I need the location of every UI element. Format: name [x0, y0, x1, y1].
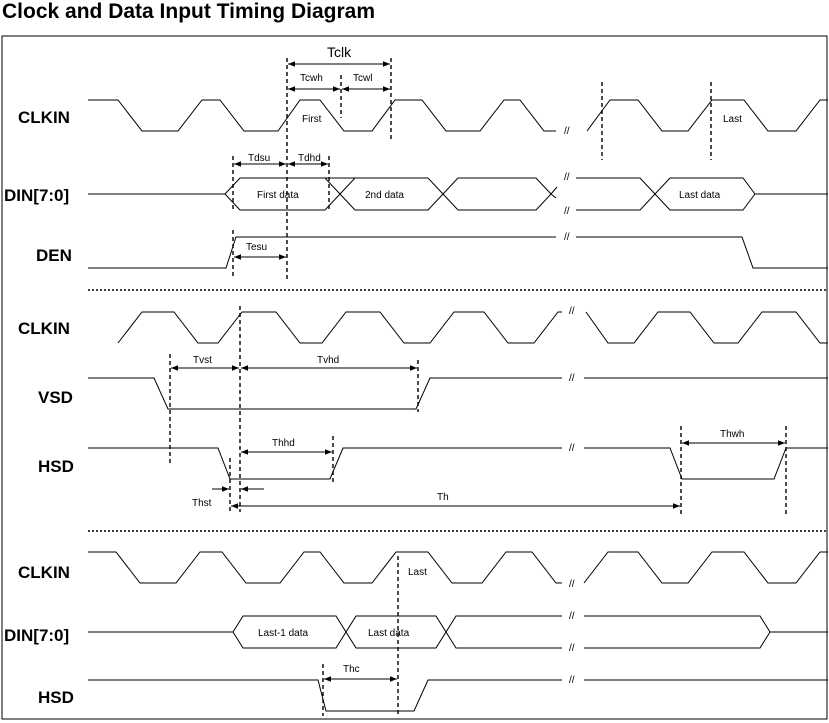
- tesu-label: Tesu: [246, 242, 267, 253]
- den-waveform: [576, 236, 828, 269]
- break-mark: //: [569, 643, 575, 654]
- tvhd-label: Tvhd: [317, 355, 339, 366]
- tdsu-label: Tdsu: [248, 153, 270, 164]
- tdhd-label: Tdhd: [298, 153, 321, 164]
- thc-label: Thc: [343, 664, 360, 675]
- clkin-waveform: [585, 311, 828, 344]
- signal-label-clkin: CLKIN: [18, 319, 70, 338]
- din-bus-waveform: [88, 615, 828, 649]
- second-data-label: 2nd data: [365, 190, 404, 201]
- last-clock-label: Last: [408, 567, 427, 578]
- break-mark: //: [564, 172, 570, 183]
- thwh-label: Thwh: [720, 429, 744, 440]
- thhd-label: Thhd: [272, 438, 295, 449]
- clkin-waveform: [117, 311, 562, 344]
- break-mark: //: [569, 373, 575, 384]
- first-clock-label: First: [302, 114, 322, 125]
- signal-label-clkin: CLKIN: [18, 108, 70, 127]
- break-mark: //: [569, 611, 575, 622]
- signal-label-din: DIN[7:0]: [4, 186, 69, 205]
- break-mark: //: [569, 579, 575, 590]
- clkin-waveform: [88, 99, 556, 132]
- break-mark: //: [569, 675, 575, 686]
- signal-label-din: DIN[7:0]: [4, 626, 69, 645]
- break-mark: //: [569, 443, 575, 454]
- clkin-waveform: [586, 99, 828, 132]
- thst-label: Thst: [192, 498, 212, 509]
- clkin-waveform: [583, 551, 828, 584]
- clkin-waveform: [88, 551, 562, 584]
- din-bus-waveform: [88, 177, 828, 211]
- tvst-label: Tvst: [193, 355, 212, 366]
- hsd-waveform: [88, 679, 562, 712]
- break-mark: //: [564, 126, 570, 137]
- last-data-label: Last data: [679, 190, 721, 201]
- hsd-waveform: [88, 447, 562, 480]
- break-mark: //: [569, 306, 575, 317]
- last-clock-label: Last: [723, 114, 742, 125]
- signal-label-clkin: CLKIN: [18, 563, 70, 582]
- tcwh-label: Tcwh: [300, 73, 323, 84]
- hsd-waveform: [584, 447, 828, 480]
- th-label: Th: [437, 492, 449, 503]
- den-waveform: [88, 236, 556, 269]
- signal-label-den: DEN: [36, 246, 72, 265]
- break-mark: //: [564, 232, 570, 243]
- signal-label-hsd: HSD: [38, 688, 74, 707]
- break-mark: //: [564, 206, 570, 217]
- signal-label-hsd: HSD: [38, 457, 74, 476]
- tclk-label: Tclk: [327, 44, 352, 60]
- diagram-title: Clock and Data Input Timing Diagram: [2, 0, 375, 23]
- signal-label-vsd: VSD: [38, 388, 73, 407]
- vsd-waveform: [88, 377, 562, 410]
- tcwl-label: Tcwl: [353, 73, 372, 84]
- first-data-label: First data: [257, 190, 299, 201]
- last1-data-label: Last-1 data: [258, 628, 308, 639]
- last-data-label: Last data: [368, 628, 410, 639]
